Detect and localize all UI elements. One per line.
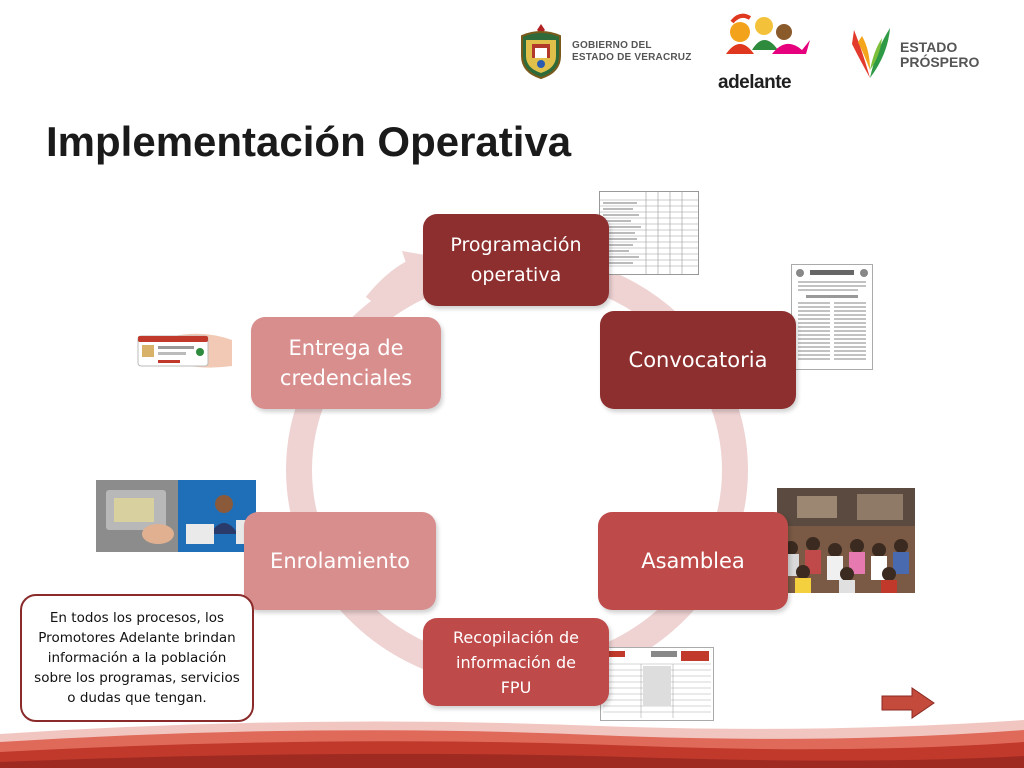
ep-line-2: PRÓSPERO [900,54,980,70]
step-asamblea: Asamblea [598,512,788,610]
gov-line-2: ESTADO DE VERACRUZ [572,52,692,63]
step-entrega-credenciales: Entrega de credenciales [251,317,441,409]
adelante-figures-logo [726,13,810,54]
step-6-line-2: credenciales [279,366,413,390]
step-4-line-1: Recopilación de [453,627,579,647]
step-5-line-1: Enrolamiento [270,549,410,573]
gov-veracruz-text: GOBIERNO DEL ESTADO DE VERACRUZ [572,40,692,64]
convocatoria-document [791,264,873,370]
step-programacion-operativa: Programación operativa [423,214,609,306]
estado-prospero-text: ESTADO PRÓSPERO [900,40,979,70]
step-4-line-2: información de [456,652,576,672]
gov-line-1: GOBIERNO DEL [572,40,652,51]
step-1-line-1: Programación [450,234,582,256]
promotores-callout: En todos los procesos, los Promotores Ad… [20,594,254,722]
step-enrolamiento: Enrolamiento [244,512,436,610]
fpu-form-document [600,647,714,721]
step-1-line-2: operativa [470,264,562,286]
step-2-line-1: Convocatoria [628,348,768,372]
bottom-swoosh-decoration [0,720,1024,768]
step-recopilacion-fpu: Recopilación de información de FPU [423,618,609,706]
assembly-crowd-photo [777,488,915,593]
arrow-right-icon[interactable] [880,686,936,720]
step-3-line-1: Asamblea [641,549,745,573]
adelante-wordmark: adelante [718,72,792,93]
callout-text: En todos los procesos, los Promotores Ad… [34,610,240,706]
page-title: Implementación Operativa [46,118,572,165]
schedule-table-document [599,191,699,275]
estado-prospero-logo [852,28,890,78]
step-6-line-1: Entrega de [288,336,404,360]
veracruz-seal-logo [521,24,561,80]
step-convocatoria: Convocatoria [600,311,796,409]
ep-line-1: ESTADO [900,39,958,55]
enrollment-photos [96,480,256,552]
credential-card-in-hand-image [137,333,232,368]
step-4-line-3: FPU [500,677,532,697]
